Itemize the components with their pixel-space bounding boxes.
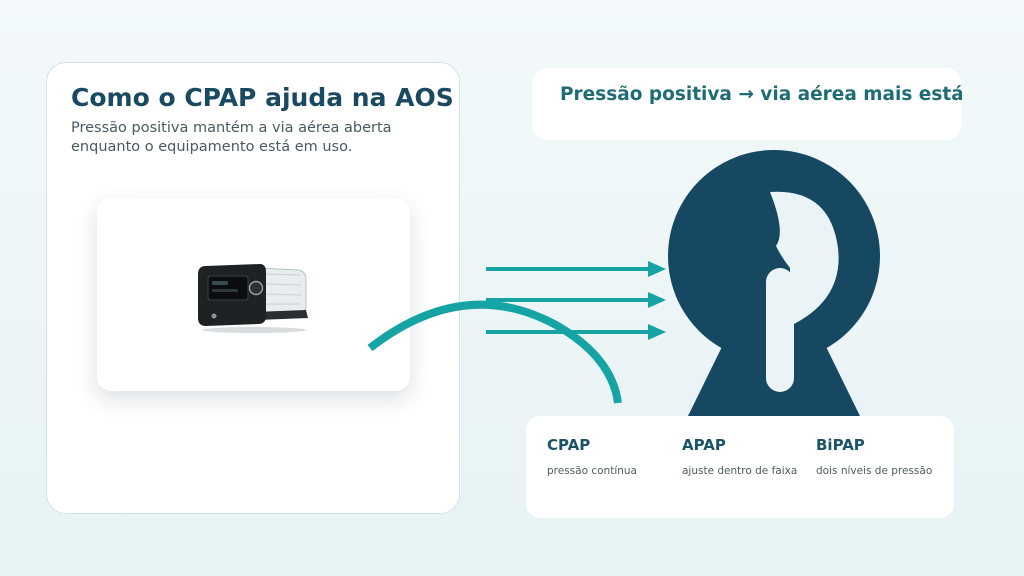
- mode-name: CPAP: [547, 436, 591, 454]
- card-subtitle: Pressão positiva mantém a via aérea aber…: [71, 120, 392, 155]
- device-image-frame: [97, 198, 410, 391]
- air-tube-curve: [367, 300, 622, 404]
- arrow-icon: [486, 261, 666, 277]
- pressure-banner: Pressão positiva → via aérea mais estáve…: [532, 68, 962, 140]
- mode-name: APAP: [682, 436, 726, 454]
- mode-description: pressão contínua: [547, 465, 637, 477]
- info-card: Como o CPAP ajuda na AOS Pressão positiv…: [46, 62, 460, 514]
- mode-cpap: CPAP pressão contínua: [547, 436, 637, 477]
- mode-bipap: BiPAP dois níveis de pressão: [816, 436, 932, 477]
- mode-description: ajuste dentro de faixa: [682, 465, 798, 477]
- card-title: Como o CPAP ajuda na AOS: [71, 83, 454, 112]
- arrow-icon: [486, 292, 666, 308]
- modes-card: CPAP pressão contínua APAP ajuste dentro…: [526, 416, 954, 518]
- banner-text: Pressão positiva → via aérea mais estáve…: [560, 84, 962, 105]
- mode-apap: APAP ajuste dentro de faixa: [682, 436, 797, 477]
- mode-name: BiPAP: [816, 436, 865, 454]
- keyhole-airway-icon: [668, 150, 880, 416]
- pressure-flow-arrows: [367, 261, 666, 404]
- mode-description: dois níveis de pressão: [816, 465, 933, 477]
- cpap-device-icon: [198, 264, 308, 333]
